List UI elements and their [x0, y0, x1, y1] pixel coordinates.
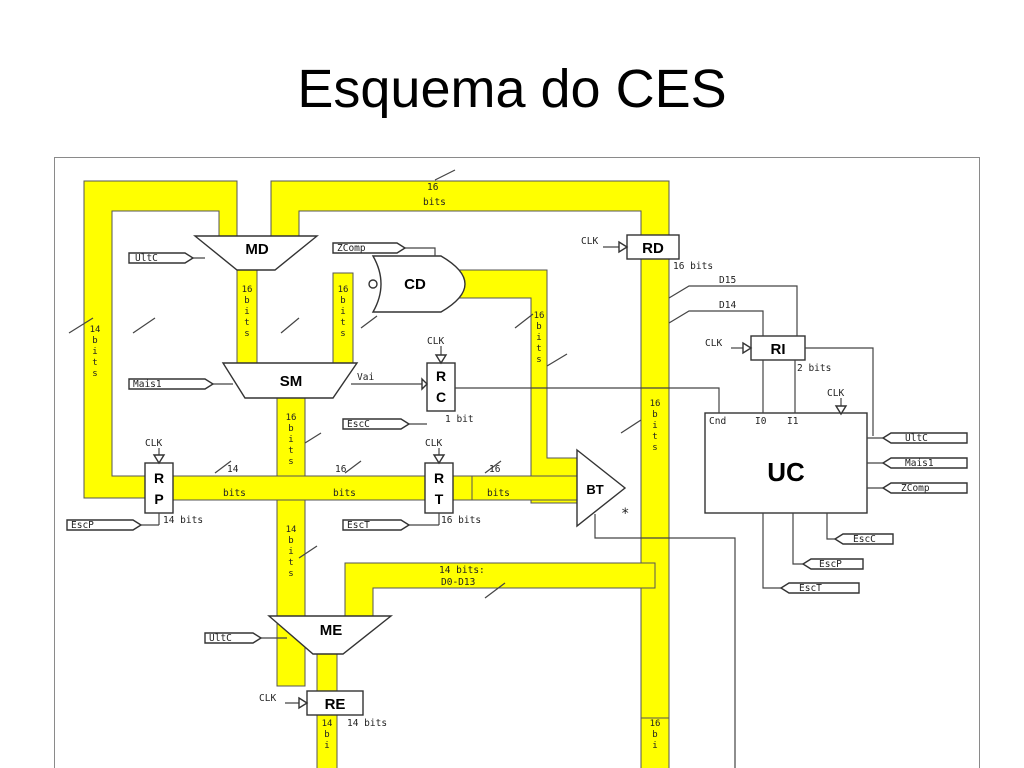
svg-text:16 bits: 16 bits	[441, 515, 481, 526]
rc-register: R C	[426, 362, 456, 412]
bus-labels: 16 bits 16 bits D15 D14 2 bits Vai 1 bit…	[163, 182, 831, 729]
svg-text:ZComp: ZComp	[901, 483, 930, 494]
cd-gate: CD	[368, 255, 466, 313]
svg-text:R: R	[434, 470, 444, 486]
svg-text:2 bits: 2 bits	[797, 363, 831, 374]
md-block: MD	[193, 235, 319, 271]
svg-text:bits: bits	[223, 488, 246, 499]
svg-text:UltC: UltC	[209, 633, 232, 644]
svg-text:CLK: CLK	[259, 693, 276, 704]
svg-text:RE: RE	[325, 696, 346, 713]
svg-text:bits: bits	[333, 488, 356, 499]
svg-text:EscT: EscT	[347, 520, 370, 531]
svg-text:CLK: CLK	[427, 336, 444, 347]
rt-register: R T	[424, 462, 454, 514]
bus-cd-bt	[459, 269, 582, 504]
svg-text:EscT: EscT	[799, 583, 822, 594]
ri-register: RI	[750, 335, 806, 361]
uc-control-unit: UC	[704, 412, 868, 514]
svg-text:D14: D14	[719, 300, 736, 311]
svg-text:CLK: CLK	[581, 236, 598, 247]
svg-text:16: 16	[335, 464, 347, 475]
rd-register: RD	[626, 234, 680, 260]
svg-text:EscC: EscC	[347, 419, 370, 430]
rp-register: R P	[144, 462, 174, 514]
svg-text:R: R	[154, 470, 164, 486]
svg-text:I0: I0	[755, 416, 767, 427]
svg-text:Mais1: Mais1	[905, 458, 934, 469]
svg-text:C: C	[436, 389, 446, 405]
svg-text:14 bits:: 14 bits:	[439, 565, 485, 576]
bus-rt-up	[451, 475, 473, 501]
svg-text:D15: D15	[719, 275, 736, 286]
svg-text:Vai: Vai	[357, 372, 374, 383]
bus-md-left	[83, 180, 238, 499]
svg-text:MD: MD	[245, 241, 268, 258]
bt-buffer: BT *	[576, 448, 629, 528]
svg-text:I1: I1	[787, 416, 799, 427]
svg-text:UltC: UltC	[135, 253, 158, 264]
svg-text:14 bits: 14 bits	[347, 718, 387, 729]
bus-horizontal	[144, 475, 582, 501]
svg-text:bits: bits	[487, 488, 510, 499]
svg-text:CLK: CLK	[425, 438, 442, 449]
svg-text:Cnd: Cnd	[709, 416, 726, 427]
svg-text:T: T	[435, 491, 444, 507]
bus-rd-bottom	[640, 717, 670, 768]
sm-block: SM	[221, 362, 359, 399]
svg-text:CD: CD	[404, 276, 426, 293]
svg-text:16 bits: 16 bits	[673, 261, 713, 272]
svg-text:SM: SM	[280, 373, 303, 390]
svg-text:RD: RD	[642, 240, 664, 257]
svg-text:D0-D13: D0-D13	[441, 577, 475, 588]
svg-text:ZComp: ZComp	[337, 243, 366, 254]
svg-text:14 bits: 14 bits	[163, 515, 203, 526]
svg-text:16: 16	[427, 182, 439, 193]
svg-text:Mais1: Mais1	[133, 379, 162, 390]
ces-schematic: MD CD RD SM R C RI UC R P R T	[66, 169, 968, 768]
svg-text:BT: BT	[586, 482, 603, 497]
svg-text:R: R	[436, 368, 446, 384]
clock-markers	[152, 240, 848, 710]
diagram-frame: MD CD RD SM R C RI UC R P R T	[54, 157, 980, 768]
svg-text:1 bit: 1 bit	[445, 414, 474, 425]
svg-text:16: 16	[489, 464, 501, 475]
re-register: RE	[306, 690, 364, 716]
svg-text:CLK: CLK	[705, 338, 722, 349]
svg-text:EscC: EscC	[853, 534, 876, 545]
bus-d0-d13	[344, 562, 656, 619]
svg-text:14: 14	[227, 464, 239, 475]
svg-text:*: *	[621, 506, 629, 522]
svg-text:UC: UC	[767, 457, 805, 487]
svg-text:CLK: CLK	[145, 438, 162, 449]
svg-text:EscP: EscP	[71, 520, 94, 531]
svg-text:RI: RI	[771, 341, 786, 358]
me-block: ME	[267, 615, 394, 655]
slide-title: Esquema do CES	[297, 59, 727, 119]
clk-labels: CLK CLK CLK CLK CLK CLK CLK	[145, 236, 844, 704]
svg-text:ME: ME	[320, 622, 343, 639]
svg-text:P: P	[154, 491, 163, 507]
signal-tags: UltC ZComp Mais1 EscC EscP EscT UltC Ult…	[66, 242, 968, 644]
svg-text:CLK: CLK	[827, 388, 844, 399]
svg-text:bits: bits	[423, 197, 446, 208]
svg-text:EscP: EscP	[819, 559, 842, 570]
svg-text:UltC: UltC	[905, 433, 928, 444]
